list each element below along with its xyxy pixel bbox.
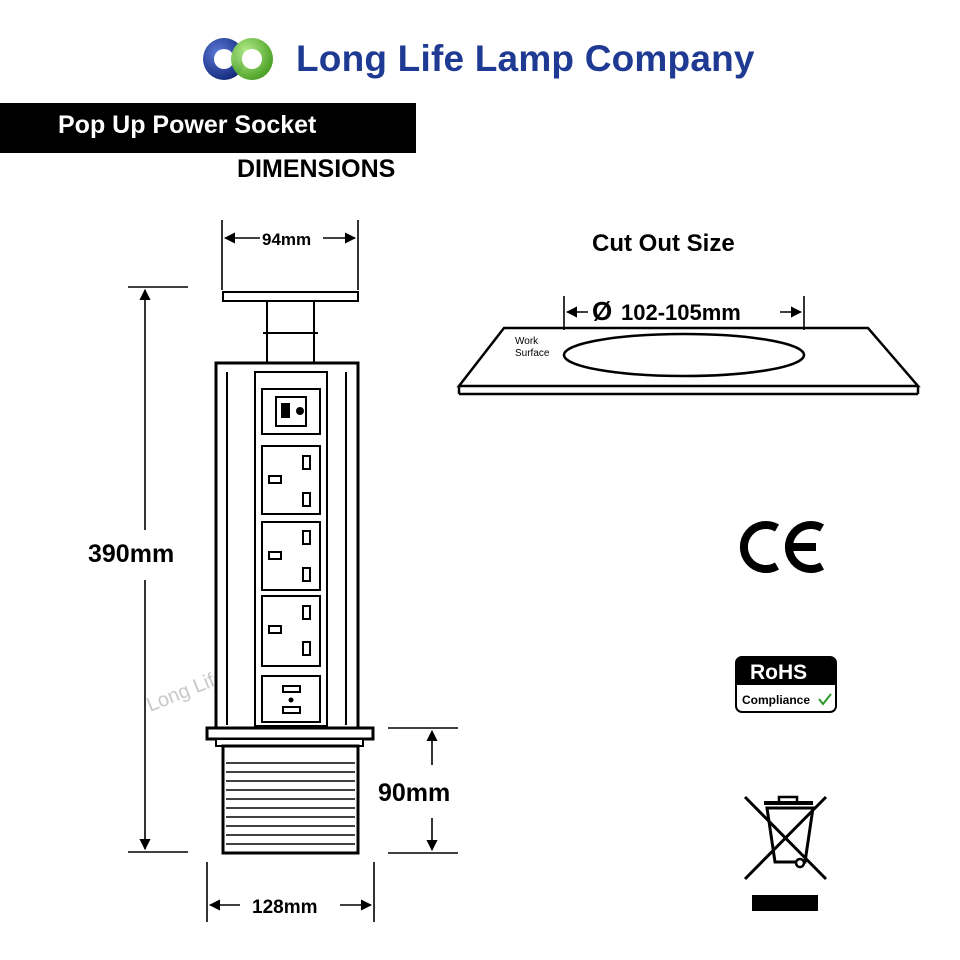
work-surface-drawing xyxy=(456,296,921,396)
company-name: Long Life Lamp Company xyxy=(296,38,755,79)
dim-top-width: 94mm xyxy=(262,230,311,249)
rohs-subtitle: Compliance xyxy=(742,693,810,707)
double-ring-logo-icon xyxy=(203,38,273,80)
rohs-title: RoHS xyxy=(750,661,807,684)
dim-base-width: 128mm xyxy=(252,897,318,918)
socket-drawing xyxy=(205,291,375,855)
cutout-heading: Cut Out Size xyxy=(592,230,735,257)
dimension-lines xyxy=(128,220,458,922)
section-subtitle: DIMENSIONS xyxy=(237,155,396,183)
crossed-out-wheelie-bin-icon xyxy=(743,795,828,911)
work-surface-label-1: Work xyxy=(515,336,539,347)
diameter-symbol: Ø xyxy=(592,296,612,326)
dim-base-height: 90mm xyxy=(378,779,450,807)
dim-total-height: 390mm xyxy=(88,540,174,568)
ce-mark-icon xyxy=(739,521,825,573)
check-icon xyxy=(818,693,832,706)
brand-header: Long Life Lamp Company xyxy=(200,34,755,84)
work-surface-label-2: Surface xyxy=(515,348,550,359)
cutout-diameter: 102-105mm xyxy=(621,300,741,325)
title-bar: Pop Up Power Socket xyxy=(0,103,416,153)
product-title: Pop Up Power Socket xyxy=(58,111,317,139)
rohs-badge: RoHS Compliance xyxy=(735,656,837,713)
